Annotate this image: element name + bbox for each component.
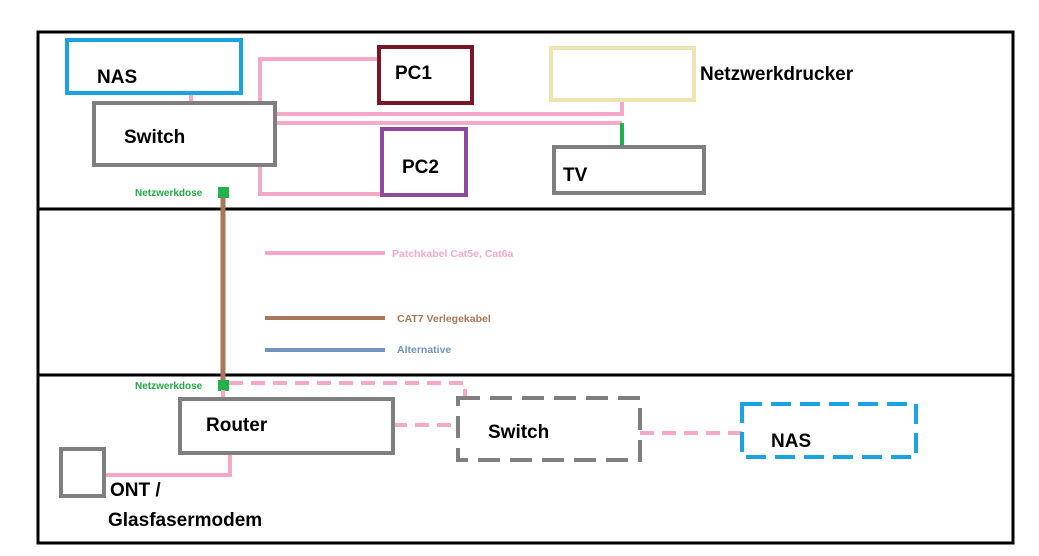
printer-box — [549, 46, 696, 102]
patch-cables-top — [189, 57, 624, 196]
ont-label-line2: Glasfasermodem — [108, 510, 262, 531]
ont-box — [59, 447, 106, 498]
nas-alt-label: NAS — [771, 431, 811, 452]
switch-top-box — [92, 101, 277, 167]
cable-switch-pc2 — [258, 165, 382, 196]
switch-top-label: Switch — [124, 127, 185, 148]
tv-label: TV — [563, 165, 588, 186]
outlet-bottom-label: Netzwerkdose — [135, 381, 203, 392]
outlet-top — [218, 187, 229, 198]
pc1-box — [377, 45, 474, 105]
ont-label-line1: ONT / — [110, 480, 161, 501]
pc2-box — [380, 127, 468, 197]
floor-bottom-frame — [36, 373, 1015, 545]
cable-switch-pc1 — [258, 57, 379, 103]
legend-installation-label: CAT7 Verlegekabel — [397, 313, 491, 325]
legend-alternative-label: Alternative — [397, 344, 451, 356]
tv-box — [552, 145, 706, 195]
switch-alt-label: Switch — [488, 422, 549, 443]
cable-switch-printer — [275, 100, 624, 116]
cable-router-ont — [105, 453, 232, 477]
switch-alt-box — [456, 396, 642, 462]
cable-alt-outlet-switch — [229, 381, 467, 398]
nas-alt-box — [740, 402, 918, 459]
floor-middle-frame — [36, 207, 1015, 377]
alternative-cables — [229, 381, 742, 435]
legend: Patchkabel Cat5e, Cat6a CAT7 Verlegekabe… — [265, 248, 514, 356]
nas-top-label: NAS — [97, 67, 137, 88]
router-label: Router — [206, 415, 268, 436]
pc2-label: PC2 — [402, 157, 439, 178]
pc1-label: PC1 — [395, 63, 432, 84]
router-box — [178, 397, 395, 455]
printer-label: Netzwerkdrucker — [700, 64, 854, 85]
outlet-bottom — [218, 380, 229, 391]
outlet-top-label: Netzwerkdose — [135, 188, 203, 199]
legend-patch-label: Patchkabel Cat5e, Cat6a — [392, 248, 514, 260]
nas-top-box — [65, 38, 243, 95]
